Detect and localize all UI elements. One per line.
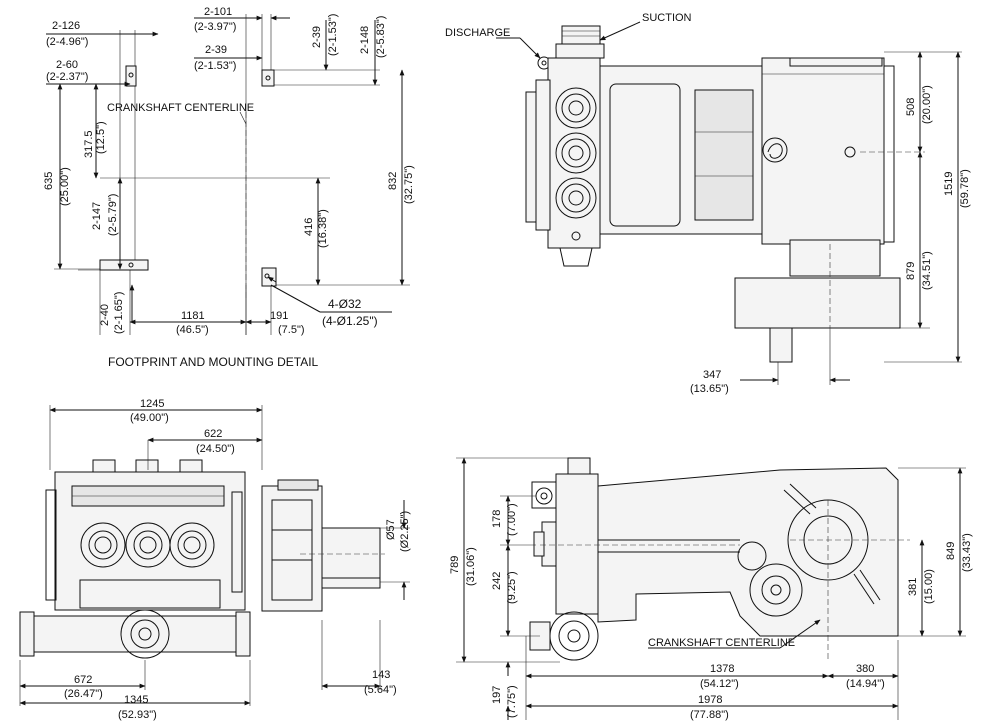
suction-label: SUCTION <box>642 12 692 24</box>
dim-416: 416 <box>303 218 315 236</box>
dim-380: 380 <box>856 663 874 675</box>
dim-832: 832 <box>387 172 399 190</box>
dim-191-in: (7.5") <box>278 324 305 336</box>
dim-2-147-in: (2-5.79") <box>107 194 119 236</box>
dim-2-39: 2-39 <box>205 44 227 56</box>
dim-2-40: 2-40 <box>99 304 111 326</box>
dim-347: 347 <box>703 369 721 381</box>
dim-1378: 1378 <box>710 663 734 675</box>
dim-317: 317.5 <box>83 130 95 158</box>
discharge-label: DISCHARGE <box>445 27 510 39</box>
dim-635-in: (25.00") <box>59 167 71 206</box>
dim-879-in: (34.51") <box>921 251 933 290</box>
dim-1378-in: (54.12") <box>700 678 739 690</box>
dim-242-in: (9.25") <box>506 571 518 604</box>
dim-672: 672 <box>74 674 92 686</box>
dim-1345-in: (52.93") <box>118 709 157 721</box>
dim-143-in: (5.64") <box>364 684 397 696</box>
dim-622: 622 <box>204 428 222 440</box>
dim-832-in: (32.75") <box>403 165 415 204</box>
dim-dia57: Ø57 <box>385 519 397 540</box>
dim-672-in: (26.47") <box>64 688 103 700</box>
dim-4-hole: 4-Ø32 <box>328 297 362 311</box>
dim-622-in: (24.50") <box>196 443 235 455</box>
dim-635: 635 <box>43 172 55 190</box>
dim-2-148: 2-148 <box>359 26 371 54</box>
dim-242: 242 <box>491 572 503 590</box>
top-view <box>496 21 962 385</box>
footprint-title: FOOTPRINT AND MOUNTING DETAIL <box>108 355 319 369</box>
dim-dia57-in: (Ø2.25") <box>399 511 411 552</box>
dim-381: 381 <box>907 578 919 596</box>
dim-1181-in: (46.5") <box>176 324 209 336</box>
dim-381-in: (15.00) <box>923 569 935 604</box>
dim-143: 143 <box>372 669 390 681</box>
dim-879: 879 <box>905 262 917 280</box>
dim-849: 849 <box>945 542 957 560</box>
dim-178: 178 <box>491 510 503 528</box>
dim-380-in: (14.94") <box>846 678 885 690</box>
dim-2-126-in: (2-4.96") <box>46 36 88 48</box>
dim-1181: 1181 <box>181 310 205 322</box>
dim-197: 197 <box>491 686 503 704</box>
dim-2-126: 2-126 <box>52 20 80 32</box>
dim-2-101-in: (2-3.97") <box>194 21 236 33</box>
dim-2-60-in: (2-2.37") <box>46 71 88 83</box>
crankshaft-label-top: CRANKSHAFT CENTERLINE <box>107 102 254 114</box>
dim-178-in: (7.00") <box>506 503 518 536</box>
dim-849-in: (33.43") <box>961 533 973 572</box>
dim-2-148-in: (2-5.83") <box>375 16 387 58</box>
dim-2-40-in: (2-1.65") <box>113 292 125 334</box>
dim-191: 191 <box>270 310 288 322</box>
dim-789-in: (31.06") <box>465 547 477 586</box>
dim-1978: 1978 <box>698 694 722 706</box>
dim-1519: 1519 <box>943 172 955 196</box>
dim-317-in: (12.5") <box>95 121 107 154</box>
dim-1345: 1345 <box>124 694 148 706</box>
crankshaft-label-side: CRANKSHAFT CENTERLINE <box>648 637 795 649</box>
dim-2-39-v: 2-39 <box>311 26 323 48</box>
dim-789: 789 <box>449 556 461 574</box>
dim-2-60: 2-60 <box>56 59 78 71</box>
dim-2-147: 2-147 <box>91 202 103 230</box>
dim-2-39-in: (2-1.53") <box>194 60 236 72</box>
dim-416-in: (16.38") <box>317 209 329 248</box>
dim-197-in: (7.75") <box>506 685 518 718</box>
dim-508-in: (20.00") <box>921 85 933 124</box>
dim-1245-in: (49.00") <box>130 412 169 424</box>
dim-508: 508 <box>905 98 917 116</box>
dim-1245: 1245 <box>140 398 164 410</box>
dim-2-39-v-in: (2-1.53") <box>327 14 339 56</box>
dim-347-in: (13.65") <box>690 383 729 395</box>
side-view <box>456 457 966 720</box>
front-view <box>19 405 410 706</box>
dim-4-hole-in: (4-Ø1.25") <box>322 314 378 328</box>
dim-1978-in: (77.88") <box>690 709 729 721</box>
dim-1519-in: (59.78") <box>959 169 971 208</box>
footprint-view <box>46 14 410 335</box>
dim-2-101: 2-101 <box>204 6 232 18</box>
